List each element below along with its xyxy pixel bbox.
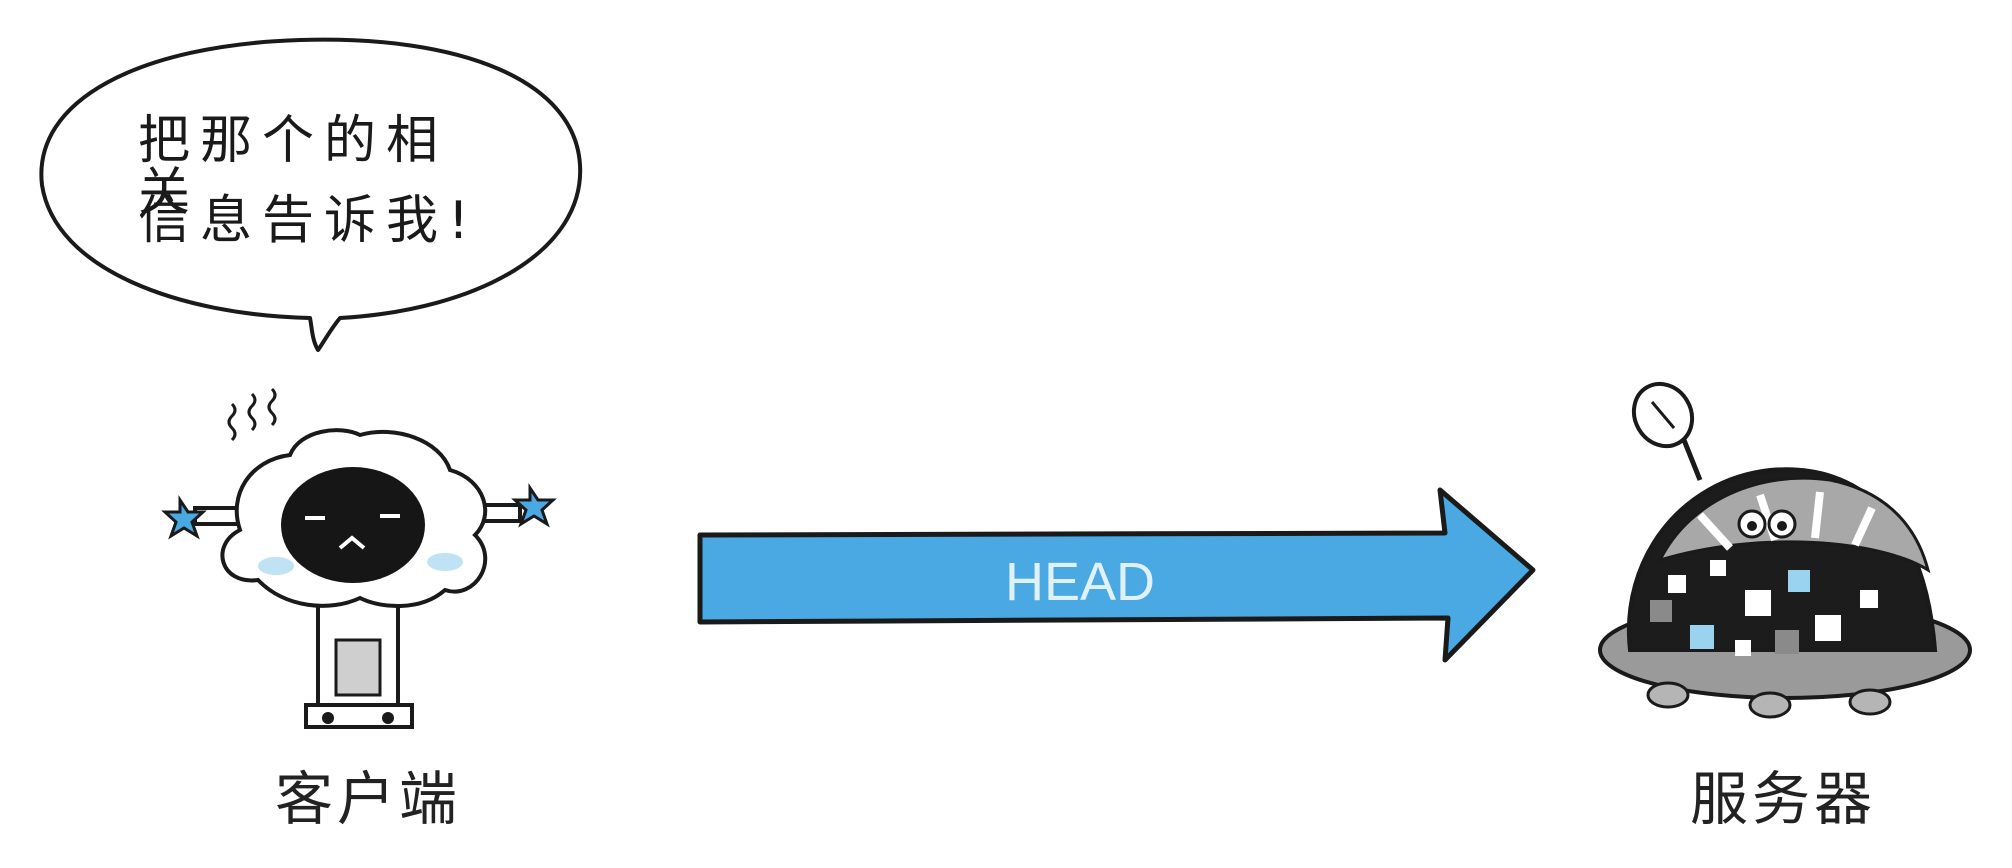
speech-bubble xyxy=(39,37,583,352)
client-label: 客户端 xyxy=(275,765,462,833)
request-arrow xyxy=(697,487,1536,663)
http-method-label: HEAD xyxy=(1004,552,1156,612)
server-label: 服务器 xyxy=(1690,765,1877,833)
client-robot-icon xyxy=(161,387,557,729)
bubble-text-line-2: 信息告诉我! xyxy=(138,191,479,251)
server-robot-icon xyxy=(1598,381,1972,719)
bubble-text-line-1: 把那个的相关 xyxy=(138,111,449,223)
